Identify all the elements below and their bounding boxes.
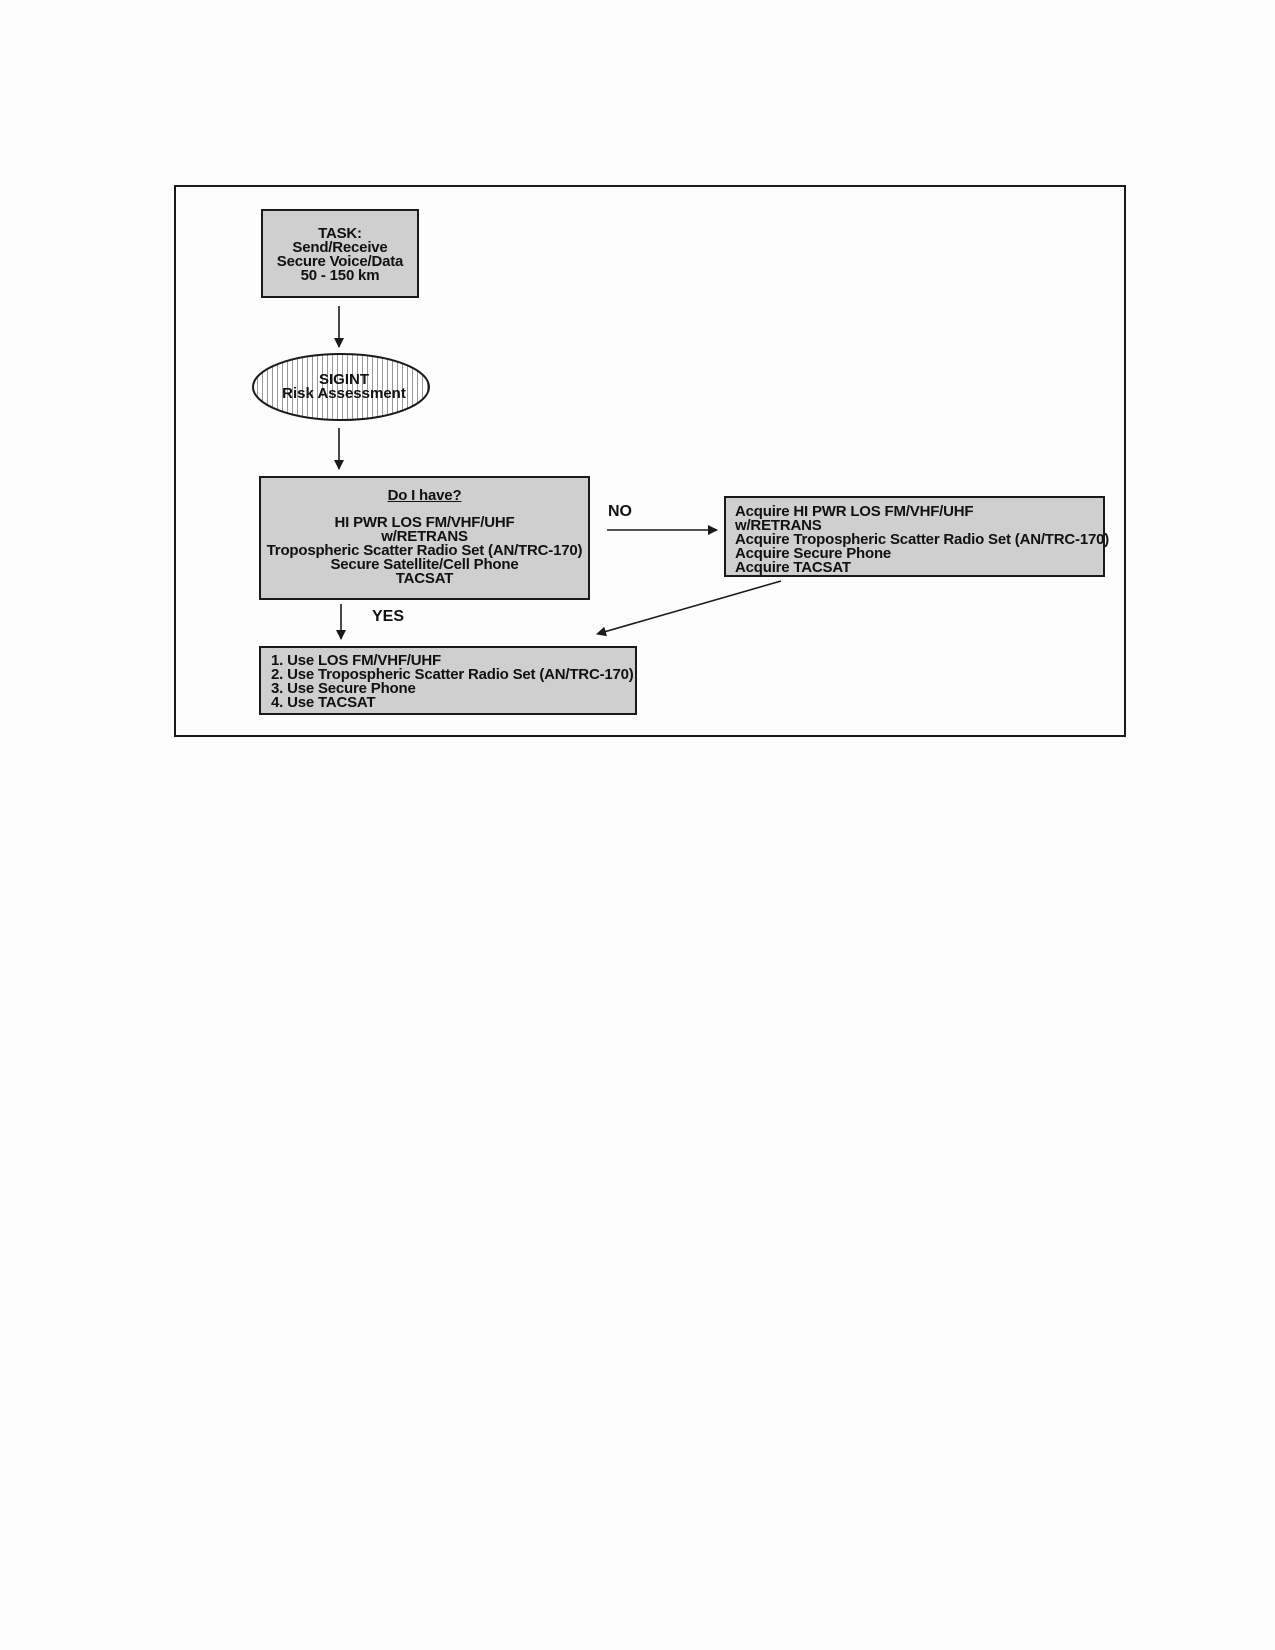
use-line: 3. Use Secure Phone [271,680,416,697]
task-line: Send/Receive [292,239,388,256]
decision-heading: Do I have? [387,487,462,504]
decision-line: w/RETRANS [381,528,468,545]
decision-box: Do I have? HI PWR LOS FM/VHF/UHF w/RETRA… [259,476,590,600]
yes-branch-label: YES [372,608,405,625]
use-line: 2. Use Tropospheric Scatter Radio Set (A… [271,666,634,683]
use-line: 4. Use TACSAT [271,694,376,711]
decision-line: HI PWR LOS FM/VHF/UHF [334,514,515,531]
no-branch-label: NO [608,503,632,520]
assessment-line: Risk Assessment [282,385,406,402]
task-line: Secure Voice/Data [276,253,404,270]
acquire-line: Acquire Secure Phone [735,545,892,562]
acquire-box: Acquire HI PWR LOS FM/VHF/UHF w/RETRANS … [724,496,1110,577]
task-line: 50 - 150 km [300,267,380,284]
task-line: TASK: [318,225,362,242]
use-line: 1. Use LOS FM/VHF/UHF [271,652,441,669]
acquire-line: Acquire TACSAT [735,559,851,576]
decision-line: TACSAT [395,570,454,587]
acquire-line: Acquire Tropospheric Scatter Radio Set (… [735,531,1110,548]
risk-assessment-ellipse [252,353,430,421]
acquire-line: Acquire HI PWR LOS FM/VHF/UHF [735,503,974,520]
risk-assessment-label: SIGINT Risk Assessment [254,371,434,402]
decision-line: Secure Satellite/Cell Phone [330,556,519,573]
task-box: TASK: Send/Receive Secure Voice/Data 50 … [261,209,419,298]
decision-line: Tropospheric Scatter Radio Set (AN/TRC-1… [266,542,583,559]
acquire-line: w/RETRANS [735,517,822,534]
assessment-line: SIGINT [318,371,369,388]
use-box: 1. Use LOS FM/VHF/UHF 2. Use Tropospheri… [259,646,637,715]
arrow-acquire-to-use [596,580,782,637]
